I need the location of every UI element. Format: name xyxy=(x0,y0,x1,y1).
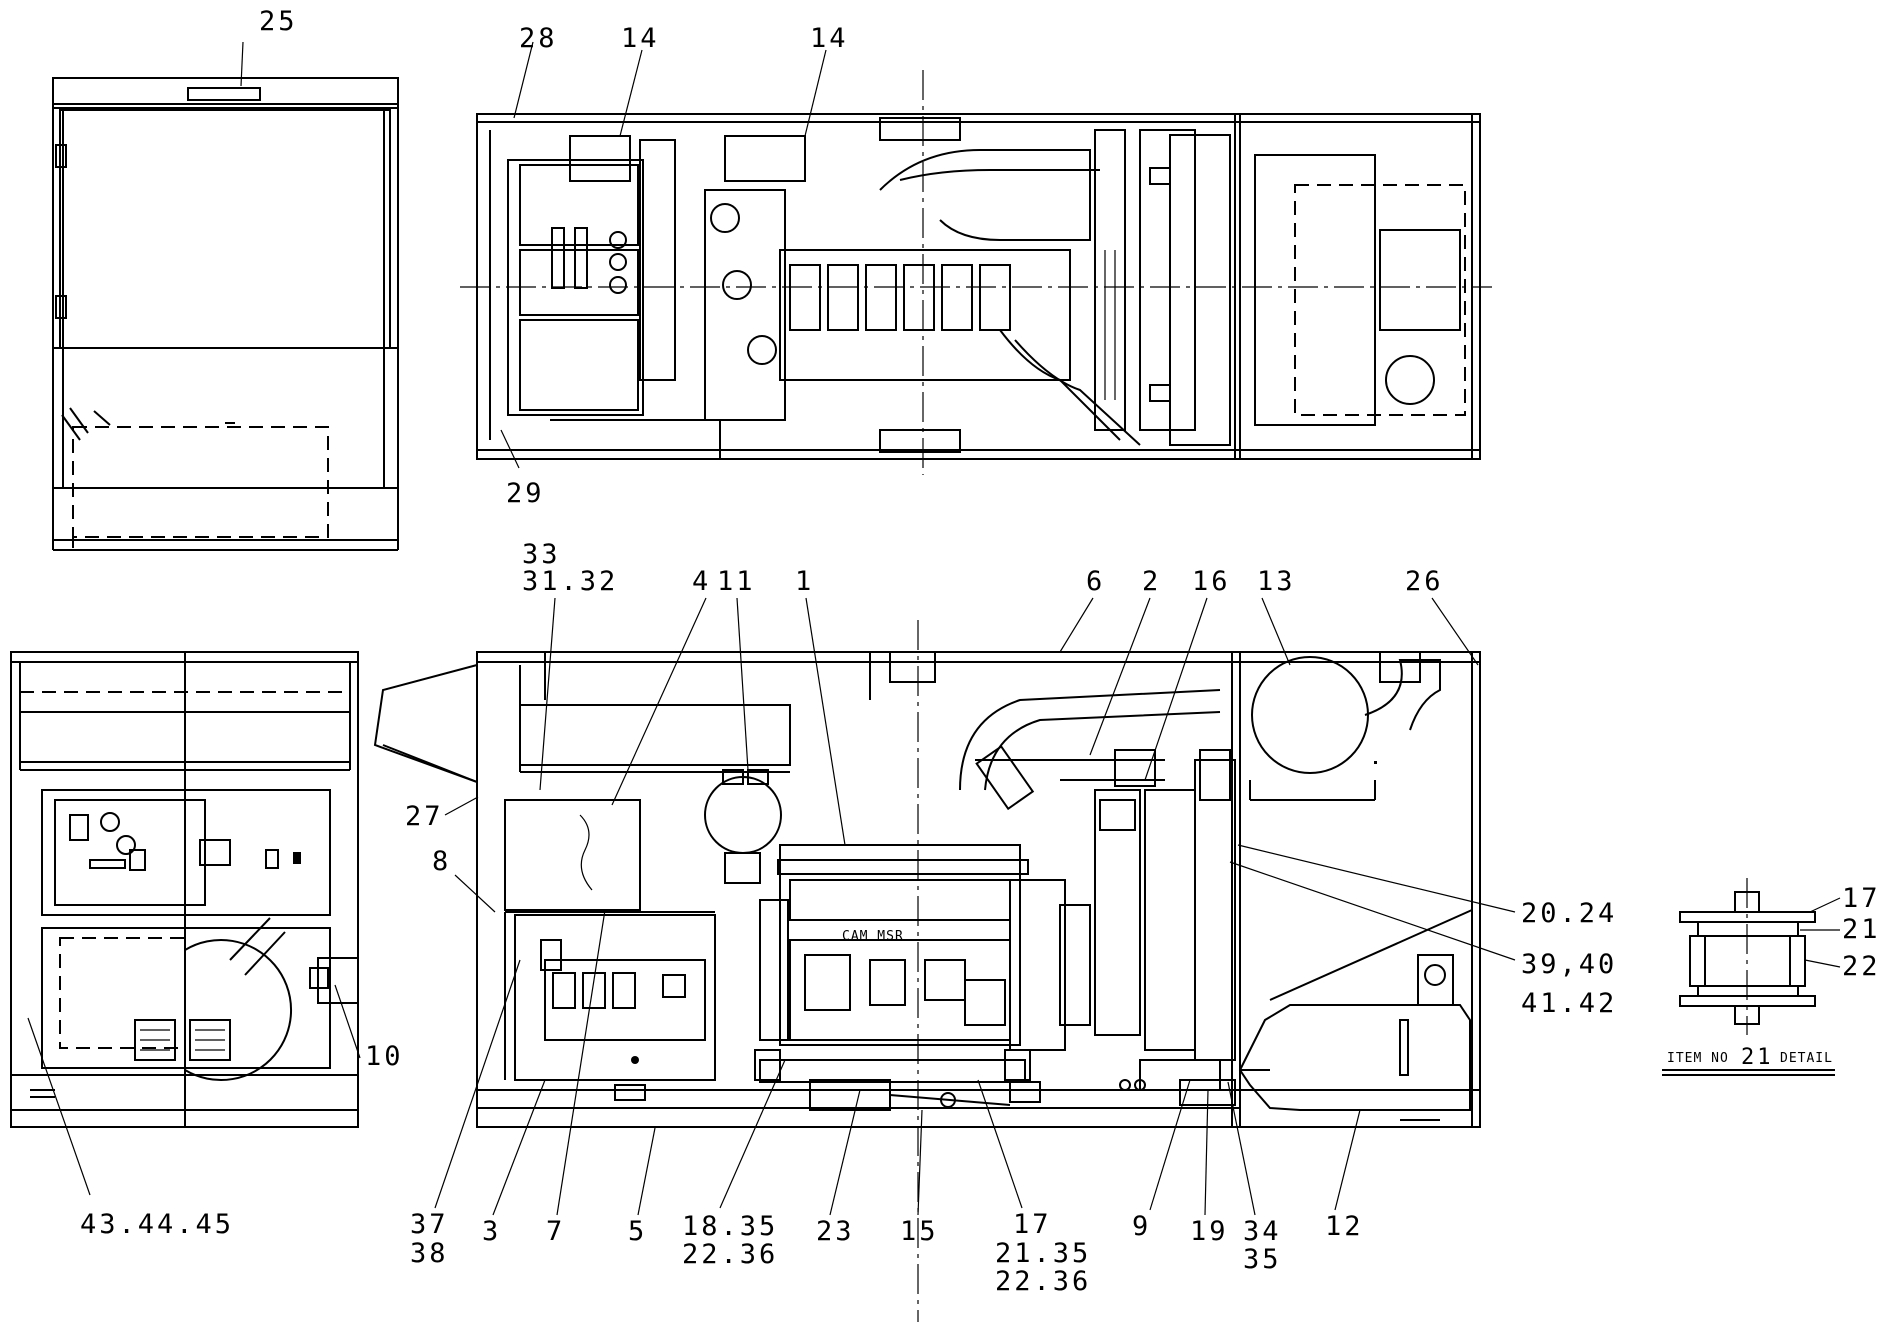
callout-22: 22 xyxy=(1842,951,1881,982)
callout-10: 10 xyxy=(365,1041,404,1072)
callout-26: 26 xyxy=(1405,566,1444,597)
callout-7: 7 xyxy=(546,1216,565,1247)
leader-25 xyxy=(240,41,244,87)
leader-28 xyxy=(513,41,534,119)
callout-11: 11 xyxy=(717,566,756,597)
leader-22 xyxy=(1804,959,1841,968)
callout-16: 16 xyxy=(1192,566,1231,597)
leader-17a xyxy=(977,1079,1023,1209)
callout-22-36b: 22.36 xyxy=(995,1266,1091,1297)
leader-20-24 xyxy=(1237,844,1516,913)
leader-14a xyxy=(619,49,643,137)
callout-29: 29 xyxy=(506,478,545,509)
callout-43-44-45: 43.44.45 xyxy=(80,1209,234,1240)
leader-3 xyxy=(492,1079,546,1216)
callout-35: 35 xyxy=(1243,1244,1282,1275)
leader-11 xyxy=(736,597,749,771)
callout-39-40: 39,40 xyxy=(1521,949,1617,980)
callout-17b: 17 xyxy=(1842,883,1881,914)
callout-19: 19 xyxy=(1190,1216,1229,1247)
leader-6 xyxy=(1059,597,1094,653)
callout-23: 23 xyxy=(816,1216,855,1247)
callout-41-42: 41.42 xyxy=(1521,988,1617,1019)
leader-29 xyxy=(500,429,520,469)
leader-39-40 xyxy=(1229,861,1516,961)
callout-20-24: 20.24 xyxy=(1521,898,1617,929)
callout-14b: 14 xyxy=(810,23,849,54)
leader-15 xyxy=(917,1109,923,1216)
callout-1: 1 xyxy=(795,566,814,597)
callout-5: 5 xyxy=(628,1216,647,1247)
leader-12 xyxy=(1334,1109,1361,1211)
leader-13 xyxy=(1261,597,1291,666)
callout-2: 2 xyxy=(1142,566,1161,597)
leader-9 xyxy=(1149,1079,1191,1211)
end-view-lower xyxy=(10,651,359,1128)
callout-13: 13 xyxy=(1257,566,1296,597)
leader-14b xyxy=(804,49,827,137)
callout-18-35: 18.35 xyxy=(682,1211,778,1242)
callout-22-36a: 22.36 xyxy=(682,1239,778,1270)
detail-caption-number: 21 xyxy=(1741,1045,1774,1070)
engine-label-text: CAM MSR xyxy=(842,929,904,944)
callout-27: 27 xyxy=(405,801,444,832)
leader-2 xyxy=(1089,597,1151,756)
detail-caption: ITEM NO 21 DETAIL xyxy=(1662,1045,1835,1076)
detail-caption-suffix: DETAIL xyxy=(1780,1051,1833,1066)
leader-18-35 xyxy=(719,1059,786,1209)
leader-43-44-45 xyxy=(27,1017,91,1196)
callout-4: 4 xyxy=(692,566,711,597)
callout-17a: 17 xyxy=(1013,1209,1052,1240)
callout-34: 34 xyxy=(1243,1216,1282,1247)
item-21-detail xyxy=(1679,878,1816,1035)
callout-9: 9 xyxy=(1132,1211,1151,1242)
callout-37: 37 xyxy=(410,1209,449,1240)
leader-16 xyxy=(1144,597,1208,781)
callout-25: 25 xyxy=(259,6,298,37)
leader-23 xyxy=(829,1089,861,1216)
leader-8 xyxy=(454,874,496,913)
callout-14a: 14 xyxy=(621,23,660,54)
leader-7 xyxy=(556,909,606,1216)
callout-3: 3 xyxy=(482,1216,501,1247)
leader-26 xyxy=(1431,597,1479,666)
callout-6: 6 xyxy=(1086,566,1105,597)
callout-38: 38 xyxy=(410,1238,449,1269)
leader-19 xyxy=(1204,1089,1209,1216)
callout-12: 12 xyxy=(1325,1211,1364,1242)
callout-33: 33 xyxy=(522,539,561,570)
callout-31-32: 31.32 xyxy=(522,566,618,597)
leader-34 xyxy=(1227,1081,1256,1216)
callout-21: 21 xyxy=(1842,914,1881,945)
leader-5 xyxy=(637,1127,656,1216)
leader-27 xyxy=(444,796,479,816)
leader-31-32 xyxy=(539,597,556,791)
end-view-upper xyxy=(52,77,399,551)
leader-17b xyxy=(1809,897,1841,913)
callout-28: 28 xyxy=(519,23,558,54)
leader-4 xyxy=(611,597,707,806)
detail-caption-prefix: ITEM NO xyxy=(1667,1051,1729,1066)
leader-1 xyxy=(805,597,846,846)
leader-10 xyxy=(334,984,361,1059)
leader-37 xyxy=(434,959,521,1209)
callout-15: 15 xyxy=(900,1216,939,1247)
side-elevation: CAM MSR xyxy=(373,651,1481,1128)
callout-8: 8 xyxy=(432,846,451,877)
callout-21-35: 21.35 xyxy=(995,1238,1091,1269)
